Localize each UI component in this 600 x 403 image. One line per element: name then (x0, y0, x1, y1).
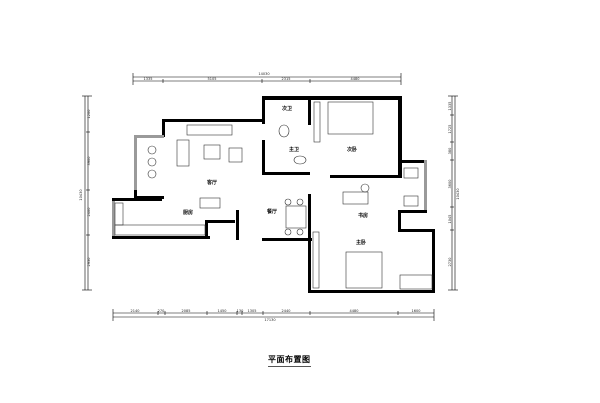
right-dim: 1725 (448, 125, 452, 134)
left-dim: 2400 (87, 208, 91, 217)
bottom-dim: 2085 (182, 309, 191, 313)
left-dimensions: 10430 1200 3900 2400 2930 (79, 95, 92, 291)
sofa (186, 124, 233, 136)
walls (112, 96, 435, 293)
top-dim: 4480 (351, 77, 360, 81)
right-total-dim: 10430 (456, 188, 460, 199)
bottom-dim: 2140 (131, 309, 140, 313)
kitchen-counter (114, 224, 206, 236)
room-label-kitchen: 厨房 (183, 209, 193, 216)
desk (342, 191, 369, 205)
bottom-dimensions: 2140 270 2085 1450 130 1305 2440 4480 16… (112, 309, 435, 322)
sink (293, 155, 307, 165)
closet (312, 231, 320, 289)
room-label-living-room: 客厅 (206, 179, 217, 186)
bottom-dim: 2440 (282, 309, 291, 313)
bed-second (327, 101, 374, 135)
top-dim: 1335 (144, 77, 153, 81)
room-label-study: 书房 (358, 212, 368, 219)
bottom-dim: 1600 (412, 309, 421, 313)
right-dim: 380 (448, 148, 452, 155)
bottom-dim: 130 (237, 309, 244, 313)
left-dim: 2930 (87, 258, 91, 267)
coffee-table (203, 144, 221, 160)
left-dim: 3900 (87, 157, 91, 166)
top-dim: 5105 (208, 77, 217, 81)
top-dim: 2315 (282, 77, 291, 81)
left-dim: 1200 (87, 110, 91, 119)
armchair (228, 147, 243, 163)
bottom-dim: 4480 (350, 309, 359, 313)
room-label-master-bedroom: 主卧 (356, 239, 366, 246)
room-label-dining-room: 餐厅 (266, 208, 277, 215)
room-label-master-bath: 主卫 (289, 146, 299, 153)
top-dimensions: 14030 1335 5105 2315 4480 (132, 72, 402, 85)
sofa-side (176, 139, 190, 167)
right-dimensions: 1335 1725 380 3600 1045 2730 10430 (448, 95, 460, 291)
right-dim: 2730 (448, 258, 452, 267)
bottom-dim: 270 (158, 309, 165, 313)
right-dim: 1045 (448, 215, 452, 224)
bottom-total-dim: 17130 (264, 318, 275, 322)
toilet (278, 124, 290, 138)
bed-master (345, 251, 383, 289)
room-label-second-bath: 次卫 (282, 105, 292, 112)
drawing-title: 平面布置图 (268, 354, 311, 367)
bottom-dim: 1305 (248, 309, 257, 313)
left-total-dim: 10430 (79, 189, 83, 200)
right-dim: 1335 (448, 102, 452, 111)
top-total-dim: 14030 (258, 72, 269, 76)
furniture (114, 101, 433, 290)
wardrobe (399, 274, 433, 290)
room-label-second-bedroom: 次卧 (347, 146, 357, 153)
dining-table (285, 205, 307, 229)
closet-second (313, 101, 321, 143)
bottom-dim: 1450 (218, 309, 227, 313)
right-dim: 3600 (448, 180, 452, 189)
